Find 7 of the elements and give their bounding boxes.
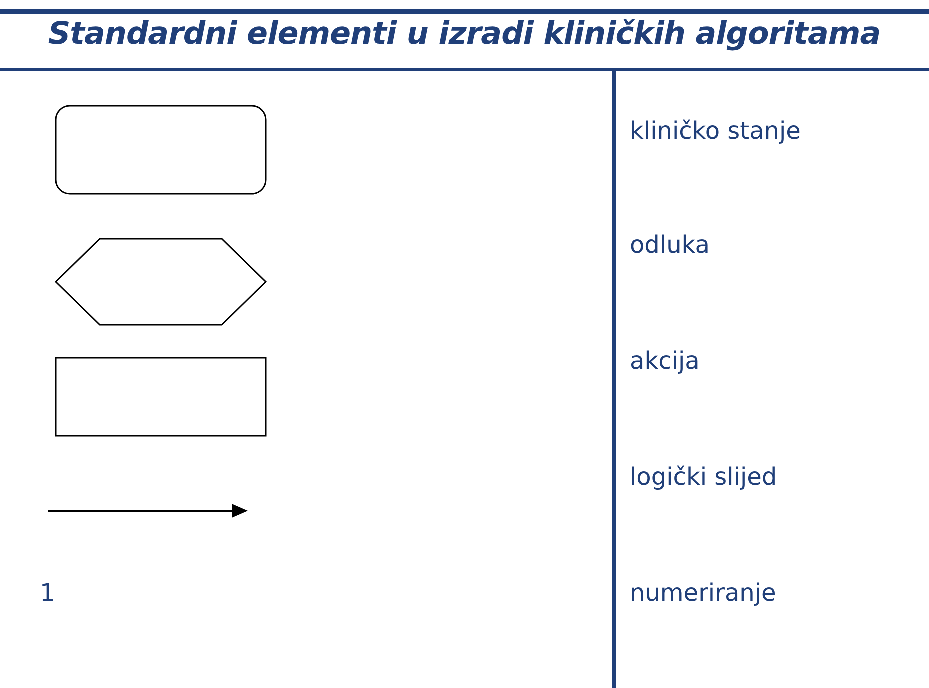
title: Standardni elementi u izradi kliničkih algoritama [47,16,882,52]
number-sample: 1 [40,579,56,607]
legend-label: kliničko stanje [630,117,801,145]
legend-label: odluka [630,231,710,259]
legend-label: logički slijed [630,463,778,491]
legend-label: akcija [630,347,700,375]
legend-label: numeriranje [630,579,776,607]
